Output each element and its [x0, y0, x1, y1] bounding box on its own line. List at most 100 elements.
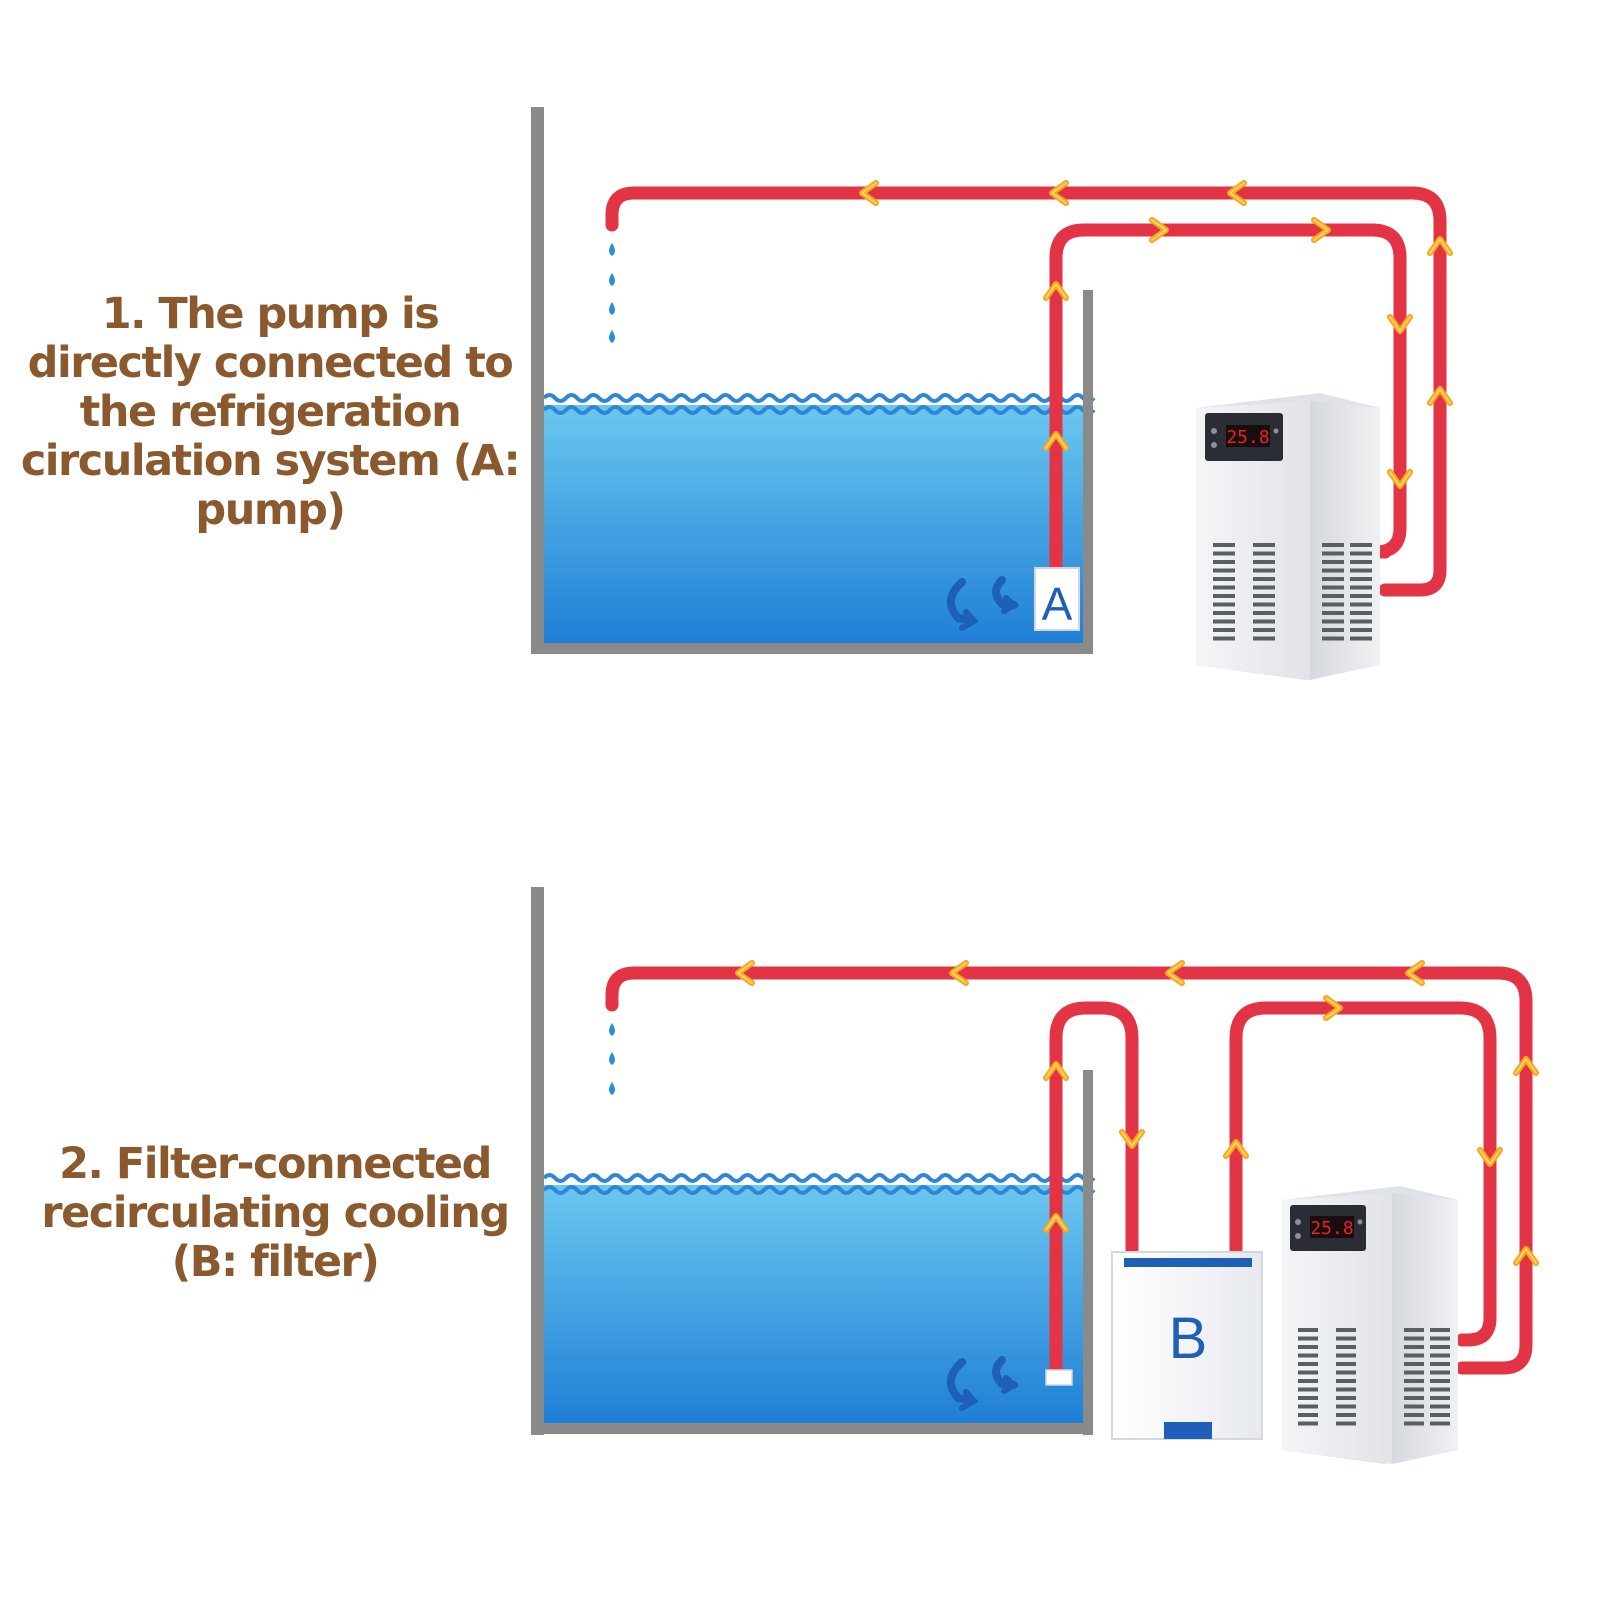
vent-slot [1253, 602, 1275, 607]
vent-slot [1253, 577, 1275, 581]
vent-slot [1298, 1421, 1318, 1426]
caption-pump-system: 1. The pump is directly connected to the… [20, 289, 521, 535]
tank-left-wall [531, 107, 544, 654]
arrow-left [859, 180, 879, 206]
vent-slot [1253, 619, 1275, 624]
vent-slot [1213, 577, 1235, 581]
vent-slot [1336, 1396, 1356, 1400]
tank-bottom [531, 1423, 1093, 1434]
vent-slot [1430, 1421, 1450, 1426]
vent-slot [1298, 1336, 1318, 1341]
vent-slot [1350, 602, 1372, 607]
arrow-up [1043, 281, 1069, 301]
vent-slot [1336, 1345, 1356, 1349]
vent-slot [1322, 611, 1344, 615]
tank-left-wall [531, 887, 544, 1435]
pump-a [1034, 567, 1080, 631]
vent-slot [1298, 1370, 1318, 1375]
vent-slot [1298, 1379, 1318, 1383]
vent-slot [1213, 602, 1235, 607]
vent-slot [1404, 1404, 1424, 1409]
wave-line [542, 393, 1096, 403]
vent-slot [1322, 636, 1344, 641]
vent-slot [1298, 1353, 1318, 1358]
arrow-right [1149, 217, 1169, 243]
vent-slot [1430, 1353, 1450, 1358]
chiller-temp-display: 25.8 [1226, 427, 1269, 448]
vent-slot [1350, 636, 1372, 641]
vent-slot [1404, 1396, 1424, 1400]
vent-slot [1253, 636, 1275, 641]
tank-water [543, 405, 1086, 645]
arrow-left [735, 960, 755, 986]
vent-slot [1404, 1421, 1424, 1426]
vent-slot [1322, 551, 1344, 556]
arrow-down [1119, 1129, 1145, 1149]
tank-water [543, 1185, 1086, 1423]
pump-label: A [1042, 578, 1073, 630]
chiller-unit: 25.8 [1196, 393, 1380, 680]
panel-2: B 25.8 [531, 887, 1539, 1464]
water-drips [609, 243, 615, 343]
vent-slot [1404, 1345, 1424, 1349]
vent-slot [1322, 543, 1344, 547]
vent-slot [1404, 1336, 1424, 1341]
arrow-right [1323, 995, 1343, 1021]
vent-slot [1430, 1387, 1450, 1392]
arrow-up [1043, 431, 1069, 451]
vent-slot [1213, 636, 1235, 641]
vent-slot [1350, 543, 1372, 547]
vent-slot [1213, 560, 1235, 564]
vent-slot [1336, 1328, 1356, 1332]
vent-slot [1350, 585, 1372, 590]
arrow-down [1387, 469, 1413, 489]
vent-slot [1430, 1362, 1450, 1366]
pump-inlet [1045, 1369, 1073, 1386]
tank-right-wall [1083, 1070, 1093, 1435]
vent-slot [1350, 560, 1372, 564]
vent-slot [1298, 1396, 1318, 1400]
vent-slot [1253, 585, 1275, 590]
vent-slot [1336, 1413, 1356, 1417]
vent-slot [1322, 594, 1344, 598]
filter-label: B [1169, 1306, 1208, 1371]
vent-slot [1336, 1362, 1356, 1366]
arrow-down [1477, 1147, 1503, 1167]
vent-slot [1404, 1353, 1424, 1358]
vent-slot [1350, 628, 1372, 632]
vent-slot [1430, 1413, 1450, 1417]
chiller-unit: 25.8 [1282, 1186, 1458, 1464]
vent-slot [1322, 619, 1344, 624]
swirl-arrows-icon [947, 576, 1020, 631]
vent-slot [1322, 628, 1344, 632]
vent-slot [1213, 611, 1235, 615]
panel-1: A 25.8 [531, 107, 1453, 680]
arrow-up [1513, 1056, 1539, 1076]
vent-slot [1404, 1387, 1424, 1392]
vent-slot [1404, 1379, 1424, 1383]
vent-slot [1322, 585, 1344, 590]
vent-slot [1336, 1404, 1356, 1409]
arrow-left [1405, 960, 1425, 986]
filter-to-chiller-pipe [1229, 1001, 1497, 1347]
vent-slot [1322, 602, 1344, 607]
pump-to-filter-pipe [1049, 1001, 1139, 1375]
vent-slot [1336, 1379, 1356, 1383]
filter-unit: B [1111, 1251, 1263, 1440]
vent-slot [1213, 568, 1235, 573]
vent-slot [1253, 560, 1275, 564]
vent-slot [1253, 543, 1275, 547]
vent-slot [1253, 551, 1275, 556]
vent-slot [1298, 1345, 1318, 1349]
vent-slot [1350, 568, 1372, 573]
vent-slot [1213, 551, 1235, 556]
vent-slot [1404, 1328, 1424, 1332]
water-waves [542, 1173, 1096, 1195]
wave-line [542, 1173, 1096, 1183]
wave-line [542, 1185, 1096, 1195]
vent-slot [1350, 551, 1372, 556]
arrow-left [1227, 180, 1247, 206]
arrow-left [949, 960, 969, 986]
tank-bottom [531, 643, 1093, 654]
